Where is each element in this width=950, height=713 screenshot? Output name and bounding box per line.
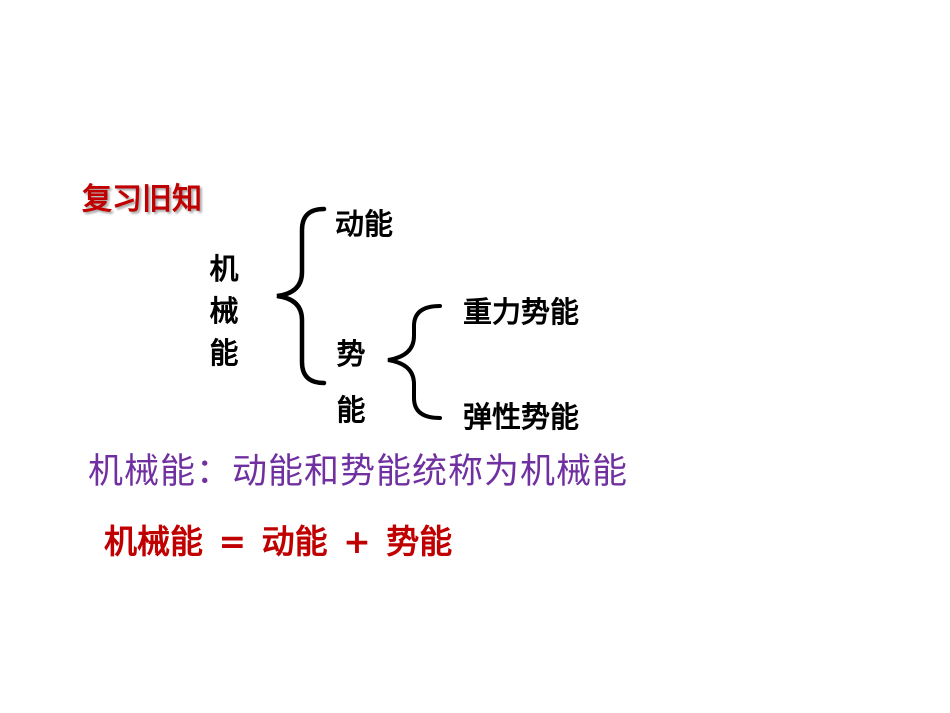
potential-char-2: 能	[336, 393, 366, 427]
review-heading: 复习旧知	[82, 182, 202, 217]
elastic-potential-label: 弹性势能	[463, 400, 580, 434]
gravitational-potential-label: 重力势能	[463, 295, 580, 329]
definition-text: 机械能：动能和势能统称为机械能	[88, 452, 629, 492]
potential-char-1: 势	[336, 337, 366, 371]
kinetic-energy-label: 动能	[335, 207, 394, 241]
root-char-3: 能	[209, 336, 239, 370]
small-brace	[387, 304, 442, 420]
root-char-1: 机	[209, 252, 239, 286]
large-brace	[276, 206, 327, 386]
root-char-2: 械	[209, 294, 239, 328]
energy-formula: 机械能 = 动能 + 势能	[104, 522, 453, 561]
potential-energy-label: 势 能	[333, 326, 369, 438]
mechanical-energy-label: 机 械 能	[206, 248, 242, 374]
